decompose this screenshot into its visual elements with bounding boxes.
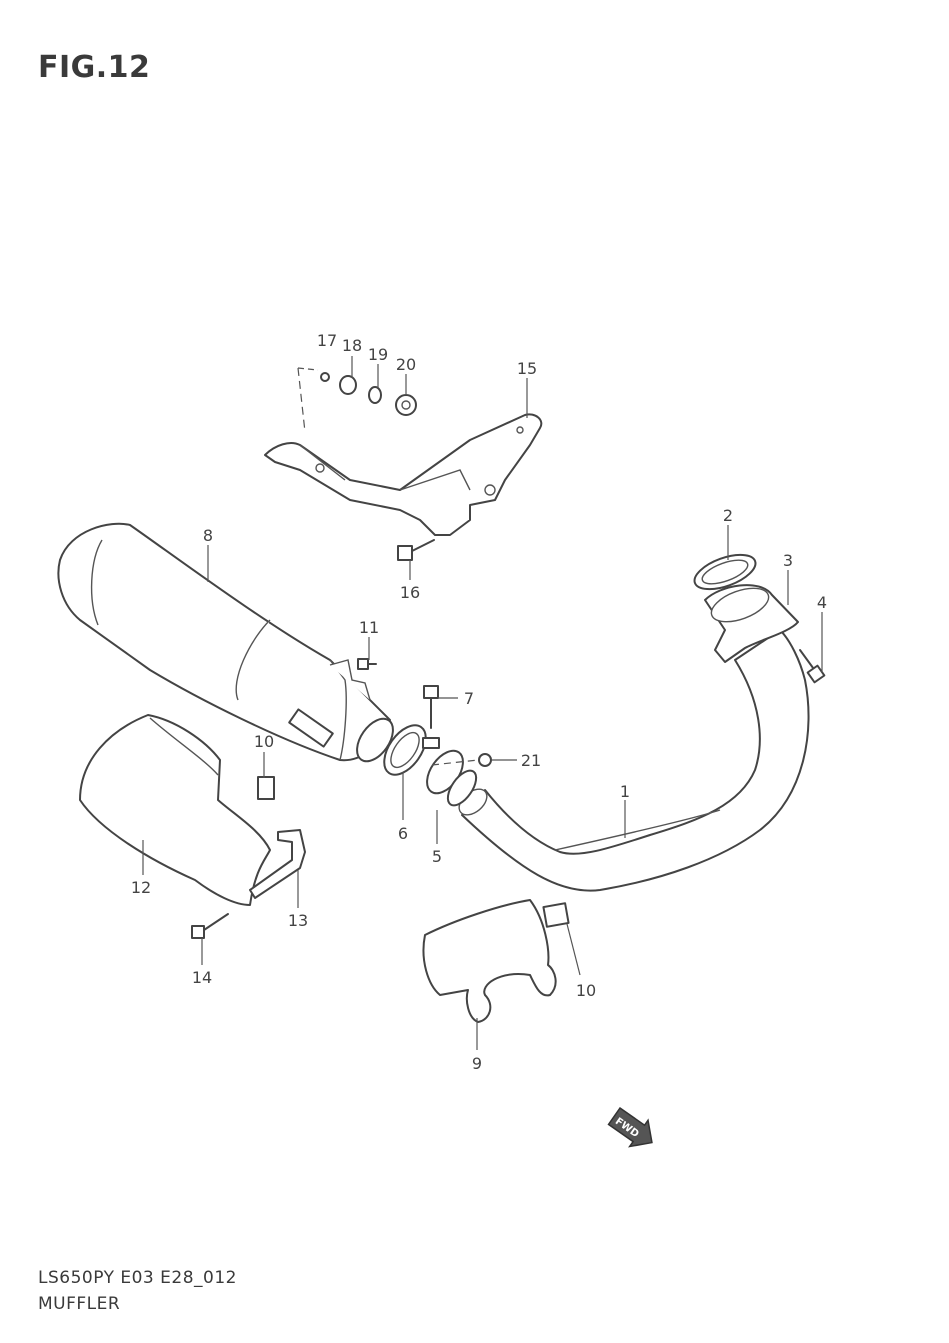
leader-lines [142,356,823,1050]
callout-12: 12 [131,878,151,897]
pad-left[interactable] [257,776,275,800]
callout-13: 13 [288,911,308,930]
callout-7: 7 [464,689,474,708]
callout-11: 11 [359,618,379,637]
heat-shield-clamp[interactable] [249,829,306,899]
spacer-18[interactable] [339,375,357,395]
callout-9: 9 [472,1054,482,1073]
callout-21: 21 [521,751,541,770]
flange-bolt[interactable] [799,649,826,684]
exhaust-pipe[interactable] [454,629,810,892]
section-name: MUFFLER [38,1294,121,1314]
cushion-20[interactable] [395,394,417,416]
callout-2: 2 [723,506,733,525]
joint-clamp[interactable] [376,718,440,782]
muffler-bolt[interactable] [357,658,377,670]
callout-8: 8 [203,526,213,545]
callout-20: 20 [396,355,416,374]
assembly-line [297,367,306,433]
exhaust-flange[interactable] [704,582,799,663]
muffler[interactable] [57,522,400,768]
heat-shield-screw[interactable] [191,913,229,939]
callout-14: 14 [192,968,212,987]
callout-16: 16 [400,583,420,602]
assembly-line [297,367,319,371]
callout-labels: 1 2 3 4 5 6 7 8 9 10 10 11 12 13 14 15 1… [131,331,827,1073]
clamp-nut[interactable] [478,753,492,767]
callout-3: 3 [783,551,793,570]
callout-5: 5 [432,847,442,866]
model-code: LS650PY E03 E28_012 [38,1268,237,1288]
connector-clamp[interactable] [420,744,482,810]
callout-4: 4 [817,593,827,612]
muffler-heat-shield[interactable] [79,714,271,906]
pad-right[interactable] [542,902,570,928]
callout-10-left: 10 [254,732,274,751]
callout-19: 19 [368,345,388,364]
exhaust-pipe-cover[interactable] [422,899,557,1023]
fwd-arrow-icon: FWD [607,1106,653,1148]
clamp-bolt[interactable] [423,685,439,729]
exhaust-gasket[interactable] [690,548,760,596]
callout-15: 15 [517,359,537,378]
bushing-19[interactable] [368,386,382,404]
callout-10-right: 10 [576,981,596,1000]
muffler-bracket[interactable] [264,413,543,536]
callout-1: 1 [620,782,630,801]
callout-18: 18 [342,336,362,355]
assembly-line [431,759,479,766]
washer-17[interactable] [320,372,330,382]
callout-17: 17 [317,331,337,350]
bracket-bolt[interactable] [397,539,435,561]
figure-title: FIG.12 [38,50,151,85]
callout-6: 6 [398,824,408,843]
